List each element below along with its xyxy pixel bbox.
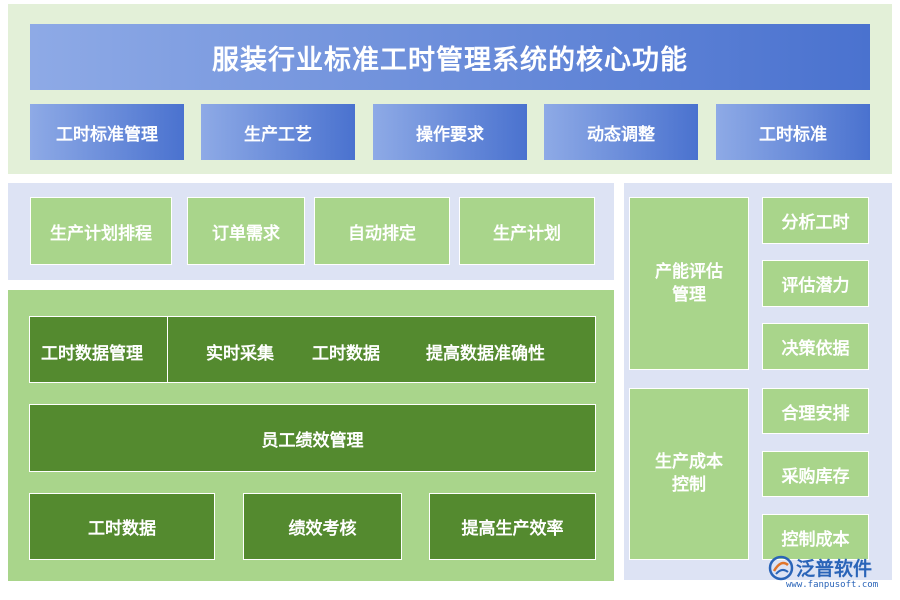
capacity-label-line1: 产能评估 — [655, 261, 723, 282]
brand-logo-icon — [768, 555, 794, 581]
cost-item-purchase-inventory: 采购库存 — [762, 451, 869, 497]
data-management-item-realtime-collection: 实时采集 — [206, 344, 274, 364]
cost-label-line2: 控制 — [672, 475, 706, 495]
data-management-item-labor-data: 工时数据 — [312, 344, 380, 364]
cost-label-line1: 生产成本 — [655, 452, 723, 472]
data-management-label: 工时数据管理 — [41, 344, 143, 364]
capacity-item-decision-basis: 决策依据 — [762, 323, 869, 370]
capacity-item-assess-potential: 评估潜力 — [762, 260, 869, 307]
header-item-production-process: 生产工艺 — [201, 104, 355, 160]
data-management-item-improve-accuracy: 提高数据准确性 — [426, 344, 545, 364]
production-plan-item-order-demand: 订单需求 — [187, 197, 305, 265]
watermark-url: www.fanpusoft.com — [786, 580, 879, 590]
data-management-row — [29, 316, 596, 383]
header-item-operation-requirements: 操作要求 — [373, 104, 527, 160]
watermark-brand: 泛普软件 — [796, 558, 873, 580]
performance-item-assessment: 绩效考核 — [243, 493, 402, 560]
capacity-label: 产能评估 管理 — [629, 197, 749, 370]
production-plan-item-production-plan: 生产计划 — [459, 197, 595, 265]
capacity-item-analyze-labor: 分析工时 — [762, 197, 869, 244]
header-item-labor-standard-management: 工时标准管理 — [30, 104, 184, 160]
performance-item-improve-efficiency: 提高生产效率 — [429, 493, 596, 560]
cost-item-reasonable-arrangement: 合理安排 — [762, 388, 869, 434]
performance-label: 员工绩效管理 — [29, 404, 596, 472]
capacity-label-line2: 管理 — [672, 284, 706, 305]
cost-label: 生产成本 控制 — [629, 388, 749, 560]
header-item-labor-standard: 工时标准 — [716, 104, 870, 160]
header-item-dynamic-adjustment: 动态调整 — [544, 104, 698, 160]
production-plan-item-auto-schedule: 自动排定 — [314, 197, 450, 265]
cost-item-control-cost: 控制成本 — [762, 514, 869, 560]
production-plan-label: 生产计划排程 — [30, 197, 172, 265]
data-management-separator — [167, 316, 168, 383]
performance-item-labor-data: 工时数据 — [29, 493, 215, 560]
page-title: 服装行业标准工时管理系统的核心功能 — [30, 24, 870, 90]
watermark-logo: 泛普软件 www.fanpusoft.com — [768, 552, 894, 598]
